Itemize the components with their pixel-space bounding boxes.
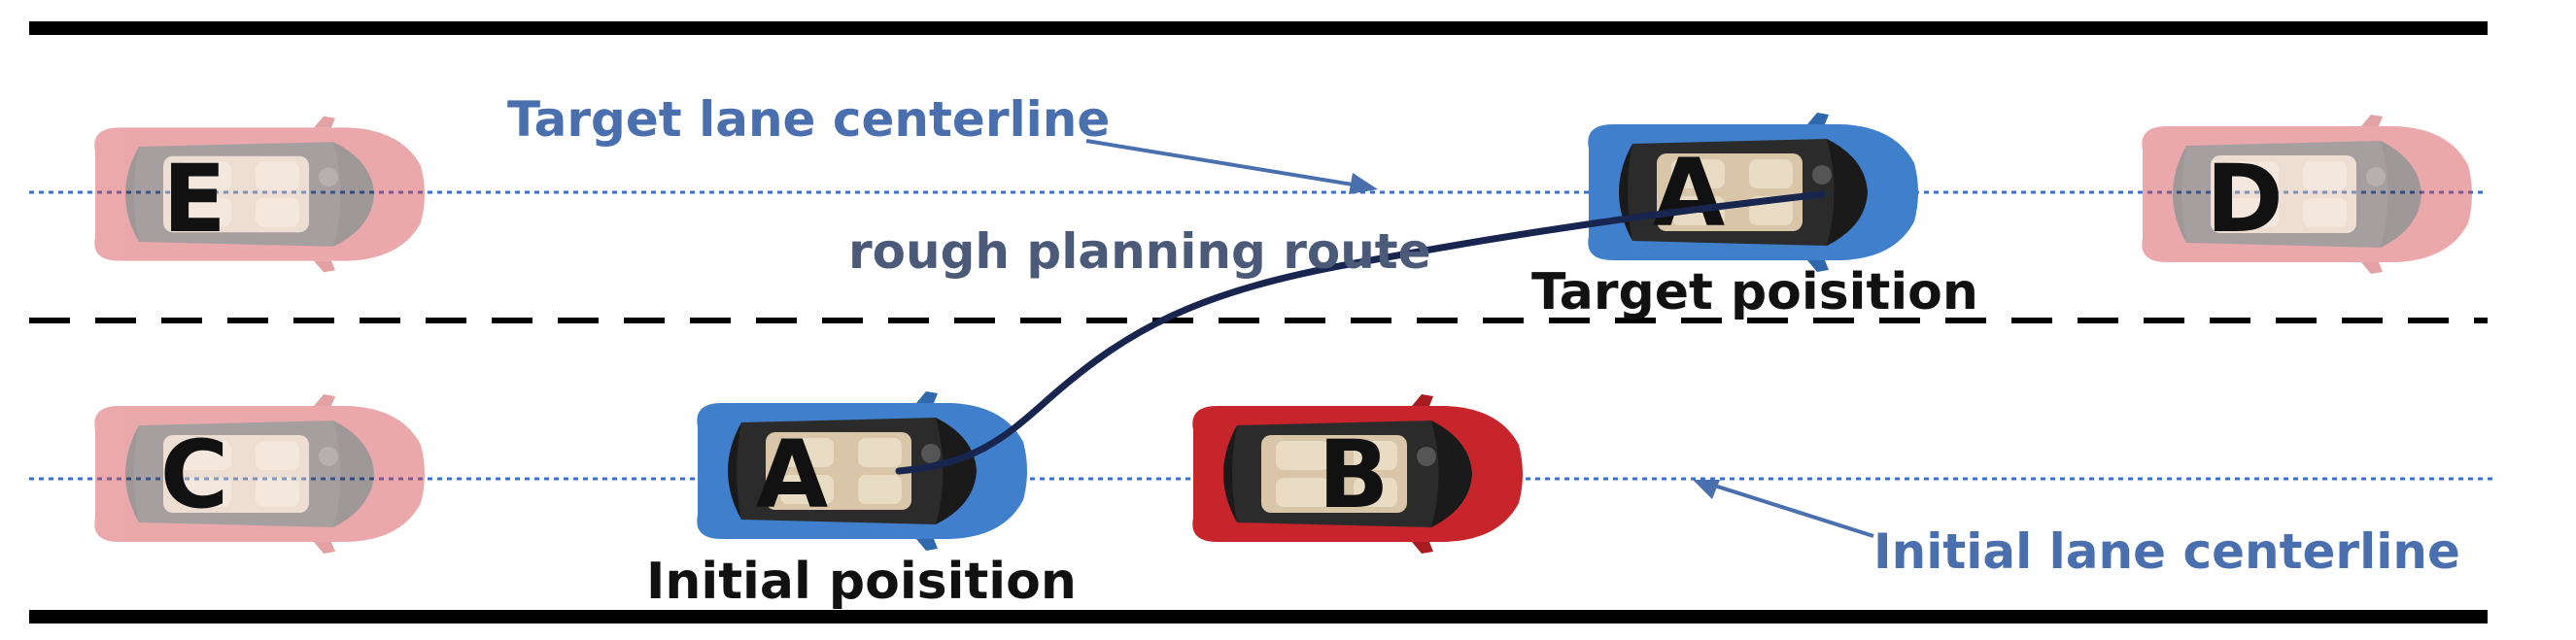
- car-a-target-label: A: [1653, 139, 1725, 248]
- rough-route-label: rough planning route: [848, 223, 1431, 280]
- car-d: [2142, 115, 2472, 274]
- target-lane-label: Target lane centerline: [507, 91, 1110, 148]
- car-a-initial-label: A: [756, 421, 828, 529]
- target-lane-arrow-head: [1349, 173, 1378, 194]
- initial-lane-arrow-head: [1693, 480, 1720, 499]
- car-e-label: E: [162, 145, 226, 253]
- road-bottom-boundary: [29, 610, 2488, 623]
- initial-position-label: Initial poisition: [646, 553, 1077, 611]
- car-b-label: B: [1318, 421, 1389, 529]
- car-e: [94, 116, 425, 273]
- target-lane-arrow-shaft: [1085, 139, 1371, 189]
- car-c: [94, 394, 425, 554]
- road-top-boundary: [29, 21, 2488, 35]
- car-a-initial: [697, 391, 1027, 551]
- rough-planning-route: [895, 190, 1826, 475]
- car-c-label: C: [160, 421, 228, 529]
- initial-lane-label: Initial lane centerline: [1873, 523, 2460, 580]
- car-a-target: [1588, 113, 1918, 272]
- car-d-label: D: [2206, 145, 2284, 253]
- initial-lane-arrow-shaft: [1701, 480, 1874, 538]
- target-position-label: Target poisition: [1531, 263, 1978, 321]
